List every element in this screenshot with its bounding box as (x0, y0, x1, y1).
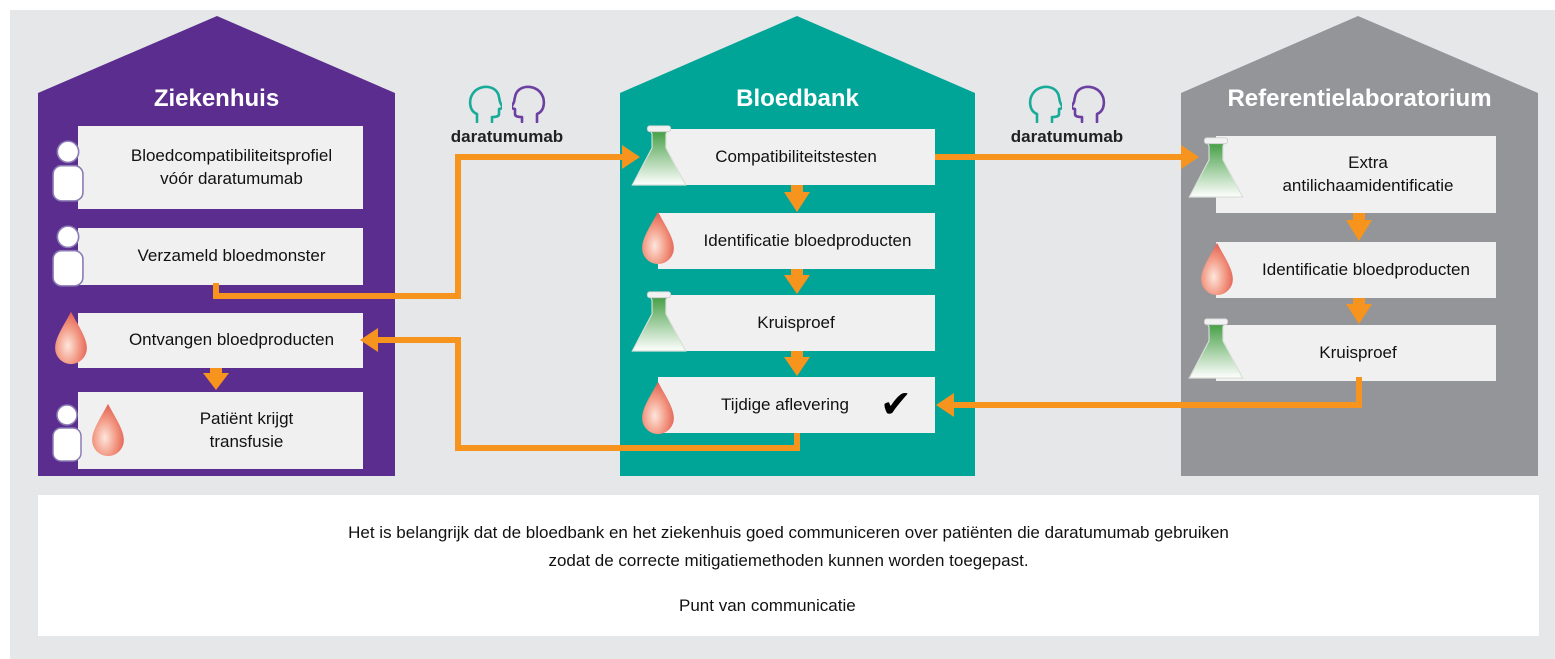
hospital-step-1: Bloedcompatibiliteitsprofiel vóór daratu… (100, 126, 363, 209)
hospital-step-4: Patiënt krijgt transfusie (130, 392, 363, 469)
hospital-step-2-label: Verzameld bloedmonster (137, 246, 326, 266)
hospital-step-1-box (78, 126, 363, 209)
bloodbank-step-3-label: Kruisproef (757, 312, 835, 332)
bloodbank-step-2: Identificatie bloedproducten (680, 213, 935, 269)
footer-note: Het is belangrijk dat de bloedbank en he… (38, 495, 1539, 636)
arrowhead-to-hospital (360, 328, 378, 352)
bloodbank-step-1-label: Compatibiliteitstesten (715, 146, 877, 166)
hospital-step-1-label: Bloedcompatibiliteitsprofiel vóór daratu… (130, 145, 333, 188)
down-arrow-rl-2 (1346, 304, 1372, 324)
bloodbank-step-2-box (658, 213, 935, 269)
reflab-step-2: Identificatie bloedproducten (1236, 242, 1496, 298)
person-icon (52, 404, 82, 462)
communication-label-1: daratumumab (450, 127, 564, 146)
reflab-step-1-box (1216, 136, 1496, 213)
bloodbank-step-1-box (658, 129, 935, 185)
reference-lab-title: Referentielaboratorium (1227, 85, 1492, 112)
reflab-step-3-label: Kruisproef (1319, 342, 1397, 362)
bloodbank-step-3: Kruisproef (680, 295, 912, 351)
arrow-reflab-to-delivery (954, 377, 1362, 408)
arrowhead-to-reflab (1181, 145, 1199, 169)
arrow-delivery-to-hospital (376, 337, 800, 451)
reflab-step-1: Extra antilichaamidentificatie (1240, 136, 1496, 213)
down-arrow-hospital (203, 373, 229, 390)
reflab-step-3: Kruisproef (1240, 325, 1476, 381)
arrow-sample-to-bloodbank (213, 154, 622, 299)
bloodbank-step-4: Tijdige aflevering (680, 377, 890, 433)
down-arrow-rl-1 (1346, 220, 1372, 241)
bloodbank-step-4-label: Tijdige aflevering (721, 394, 849, 414)
bloodbank-step-3-box (658, 295, 935, 351)
footer-line-1: Het is belangrijk dat de bloedbank en he… (348, 523, 1229, 542)
reflab-step-3-box (1216, 325, 1496, 381)
hospital-step-4-label: Patiënt krijgt transfusie (199, 408, 294, 451)
hospital-step-2: Verzameld bloedmonster (100, 228, 363, 285)
checkmark-icon: ✔ (880, 384, 912, 426)
bloodbank-step-4-box (658, 377, 935, 433)
hospital-title: Ziekenhuis (153, 85, 280, 112)
footer-line-2: zodat de correcte mitigatiemethoden kunn… (548, 551, 1029, 570)
hospital-step-3-box (78, 313, 363, 368)
person-icon (52, 140, 84, 202)
reflab-step-2-box (1216, 242, 1496, 298)
hospital-step-4-box (78, 392, 363, 469)
down-arrow-bb-3 (784, 357, 810, 376)
reflab-step-2-label: Identificatie bloedproducten (1262, 259, 1470, 279)
bloodbank-step-2-label: Identificatie bloedproducten (703, 230, 912, 250)
hospital-step-2-box (78, 228, 363, 285)
communication-heads-icon (468, 85, 546, 123)
hospital-step-3-label: Ontvangen bloedproducten (128, 330, 335, 350)
communication-heads-icon (1028, 85, 1106, 123)
arrowhead-to-delivery (936, 393, 954, 417)
legend-label: Punt van communicatie (679, 596, 856, 615)
down-arrow-bb-2 (784, 275, 810, 294)
bloodbank-title: Bloedbank (736, 85, 859, 112)
bloodbank-step-1: Compatibiliteitstesten (680, 129, 912, 185)
communication-label-2: daratumumab (1010, 127, 1124, 146)
down-arrow-bb-1 (784, 192, 810, 212)
person-icon (52, 225, 84, 287)
arrowhead-to-bloodbank (622, 145, 640, 169)
hospital-step-3: Ontvangen bloedproducten (100, 313, 363, 368)
reflab-step-1-label: Extra antilichaamidentificatie (1282, 152, 1454, 195)
